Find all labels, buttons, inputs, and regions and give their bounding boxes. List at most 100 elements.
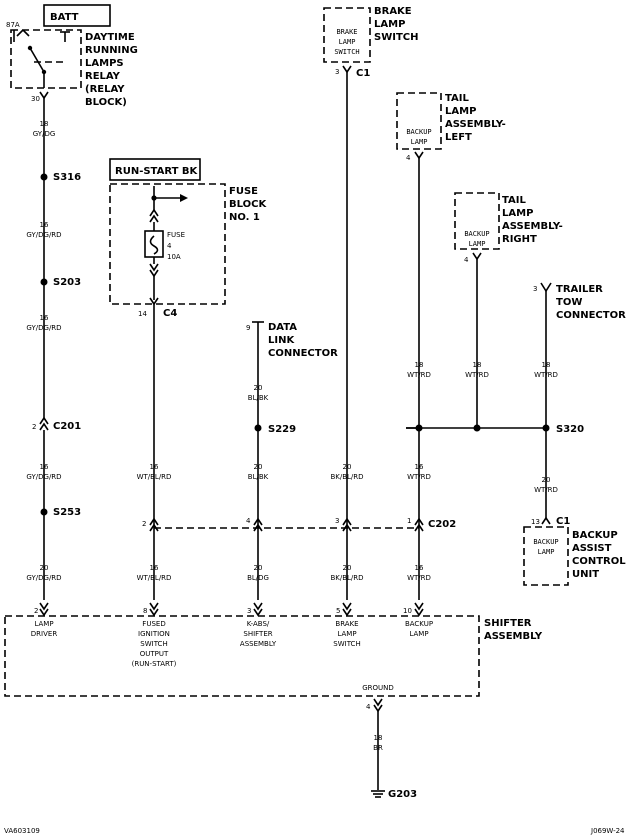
connector-c1: C1 [356, 68, 370, 79]
svg-text:4: 4 [406, 154, 411, 162]
svg-text:WT/RD: WT/RD [534, 371, 558, 379]
connector-c201: C201 [53, 421, 81, 432]
pin-30: 30 [31, 95, 40, 103]
svg-text:16: 16 [40, 221, 49, 229]
svg-text:GY/DG/RD: GY/DG/RD [26, 324, 61, 332]
svg-text:WT/RD: WT/RD [407, 574, 431, 582]
svg-text:2: 2 [142, 520, 146, 528]
brake-lamp-switch: BRAKE LAMP SWITCH BRAKE LAMP SWITCH 3 C1… [323, 6, 418, 617]
svg-text:WT/RD: WT/RD [407, 473, 431, 481]
svg-text:BACKUP: BACKUP [405, 620, 433, 628]
trailer-tow-connector: 3 TRAILER TOW CONNECTOR 18 WT/RD 20 WT/R… [533, 282, 626, 518]
svg-text:ASSIST: ASSIST [572, 543, 612, 554]
connector-c202: 2 4 3 1 C202 [142, 517, 456, 532]
svg-text:16: 16 [415, 463, 424, 471]
svg-text:10: 10 [403, 607, 412, 615]
svg-text:SHIFTER: SHIFTER [484, 618, 532, 629]
splice-s320: S320 [406, 424, 584, 435]
svg-text:20: 20 [343, 564, 352, 572]
connector-c1-bottom: C1 [556, 516, 570, 527]
svg-text:ASSEMBLY: ASSEMBLY [240, 640, 277, 648]
svg-text:GY/DG: GY/DG [33, 130, 56, 138]
svg-text:18: 18 [374, 734, 383, 742]
svg-text:3: 3 [533, 285, 537, 293]
svg-text:IGNITION: IGNITION [138, 630, 170, 638]
svg-text:8: 8 [143, 607, 147, 615]
svg-text:13: 13 [531, 518, 540, 526]
figure-id-left: VA603109 [4, 827, 40, 835]
svg-text:20: 20 [254, 463, 263, 471]
svg-text:LEFT: LEFT [445, 132, 472, 143]
svg-text:GY/DG/RD: GY/DG/RD [26, 473, 61, 481]
svg-text:GY/DG/RD: GY/DG/RD [26, 231, 61, 239]
tail-lamp-right: BACKUP LAMP TAIL LAMP ASSEMBLY- RIGHT 4 … [454, 192, 563, 428]
svg-text:GY/DG/RD: GY/DG/RD [26, 574, 61, 582]
svg-text:GROUND: GROUND [362, 684, 394, 692]
shifter-assembly: SHIFTER ASSEMBLY 2 8 3 5 10 LAMP DRIVER … [4, 607, 543, 697]
svg-text:LAMP: LAMP [469, 240, 486, 248]
svg-text:3: 3 [335, 517, 339, 525]
svg-text:20: 20 [254, 564, 263, 572]
svg-text:LAMP: LAMP [339, 38, 356, 46]
splice-dot [254, 424, 262, 432]
svg-text:20: 20 [343, 463, 352, 471]
runstart-box: RUN-START BK [109, 158, 201, 181]
splice-s253: S253 [53, 507, 81, 518]
svg-text:4: 4 [167, 242, 172, 250]
svg-text:ASSEMBLY-: ASSEMBLY- [445, 119, 506, 130]
drl-relay: 87A 30 [6, 21, 82, 103]
svg-text:SWITCH: SWITCH [333, 640, 360, 648]
batt-label: BATT [50, 12, 79, 23]
svg-text:20: 20 [254, 384, 263, 392]
svg-text:BR: BR [373, 744, 383, 752]
svg-text:CONNECTOR: CONNECTOR [556, 310, 626, 321]
pin-87a: 87A [6, 21, 20, 29]
splice-dot [40, 173, 48, 181]
svg-text:18: 18 [40, 120, 49, 128]
svg-text:WT/BL/RD: WT/BL/RD [137, 574, 172, 582]
svg-text:SWITCH: SWITCH [334, 48, 359, 56]
backup-assist-control-unit: BACKUP LAMP 13 C1 BACKUP ASSIST CONTROL … [523, 516, 626, 586]
svg-text:SHIFTER: SHIFTER [243, 630, 272, 638]
svg-text:BRAKE: BRAKE [335, 620, 358, 628]
svg-text:WT/RD: WT/RD [407, 371, 431, 379]
svg-text:LAMP: LAMP [445, 106, 476, 117]
svg-text:CONNECTOR: CONNECTOR [268, 348, 338, 359]
svg-text:ASSEMBLY-: ASSEMBLY- [502, 221, 563, 232]
svg-text:LAMP: LAMP [411, 138, 428, 146]
svg-text:DATA: DATA [268, 322, 297, 333]
svg-text:TRAILER: TRAILER [556, 284, 603, 295]
column1-labels: 18 GY/DG S316 16 GY/DG/RD S203 16 GY/DG/… [26, 120, 81, 582]
svg-text:DAYTIME: DAYTIME [85, 32, 135, 43]
svg-text:10A: 10A [167, 253, 181, 261]
tail-lamp-left: BACKUP LAMP TAIL LAMP ASSEMBLY- LEFT 4 1… [396, 92, 506, 617]
svg-text:2: 2 [34, 607, 38, 615]
svg-text:16: 16 [415, 564, 424, 572]
svg-text:BK/BL/RD: BK/BL/RD [330, 574, 363, 582]
svg-text:RUNNING: RUNNING [85, 45, 138, 56]
figure-id-right: J069W-24 [590, 827, 625, 835]
splice-s229: S229 [268, 424, 296, 435]
connector-c4: C4 [163, 308, 177, 319]
svg-text:BL/BK: BL/BK [248, 394, 269, 402]
ground-g203: G203 [388, 789, 417, 800]
svg-text:18: 18 [473, 361, 482, 369]
svg-text:UNIT: UNIT [572, 569, 599, 580]
svg-text:BLOCK: BLOCK [229, 199, 267, 210]
svg-text:LAMP: LAMP [337, 630, 356, 638]
data-link-circuit: 9 DATA LINK CONNECTOR 20 BL/BK S229 20 B… [246, 321, 338, 617]
svg-text:18: 18 [542, 361, 551, 369]
splice-s316: S316 [53, 172, 81, 183]
svg-text:FUSED: FUSED [142, 620, 165, 628]
svg-text:2: 2 [32, 423, 36, 431]
svg-text:BACKUP: BACKUP [533, 538, 558, 546]
svg-text:9: 9 [246, 324, 250, 332]
svg-text:BRAKE: BRAKE [336, 28, 357, 36]
svg-text:BK/BL/RD: BK/BL/RD [330, 473, 363, 481]
svg-text:BRAKE: BRAKE [374, 6, 412, 17]
svg-text:TAIL: TAIL [445, 93, 470, 104]
fuse-block-label: FUSE BLOCK NO. 1 [229, 186, 267, 223]
runstart-label: RUN-START BK [115, 166, 199, 177]
svg-text:LAMP: LAMP [409, 630, 428, 638]
